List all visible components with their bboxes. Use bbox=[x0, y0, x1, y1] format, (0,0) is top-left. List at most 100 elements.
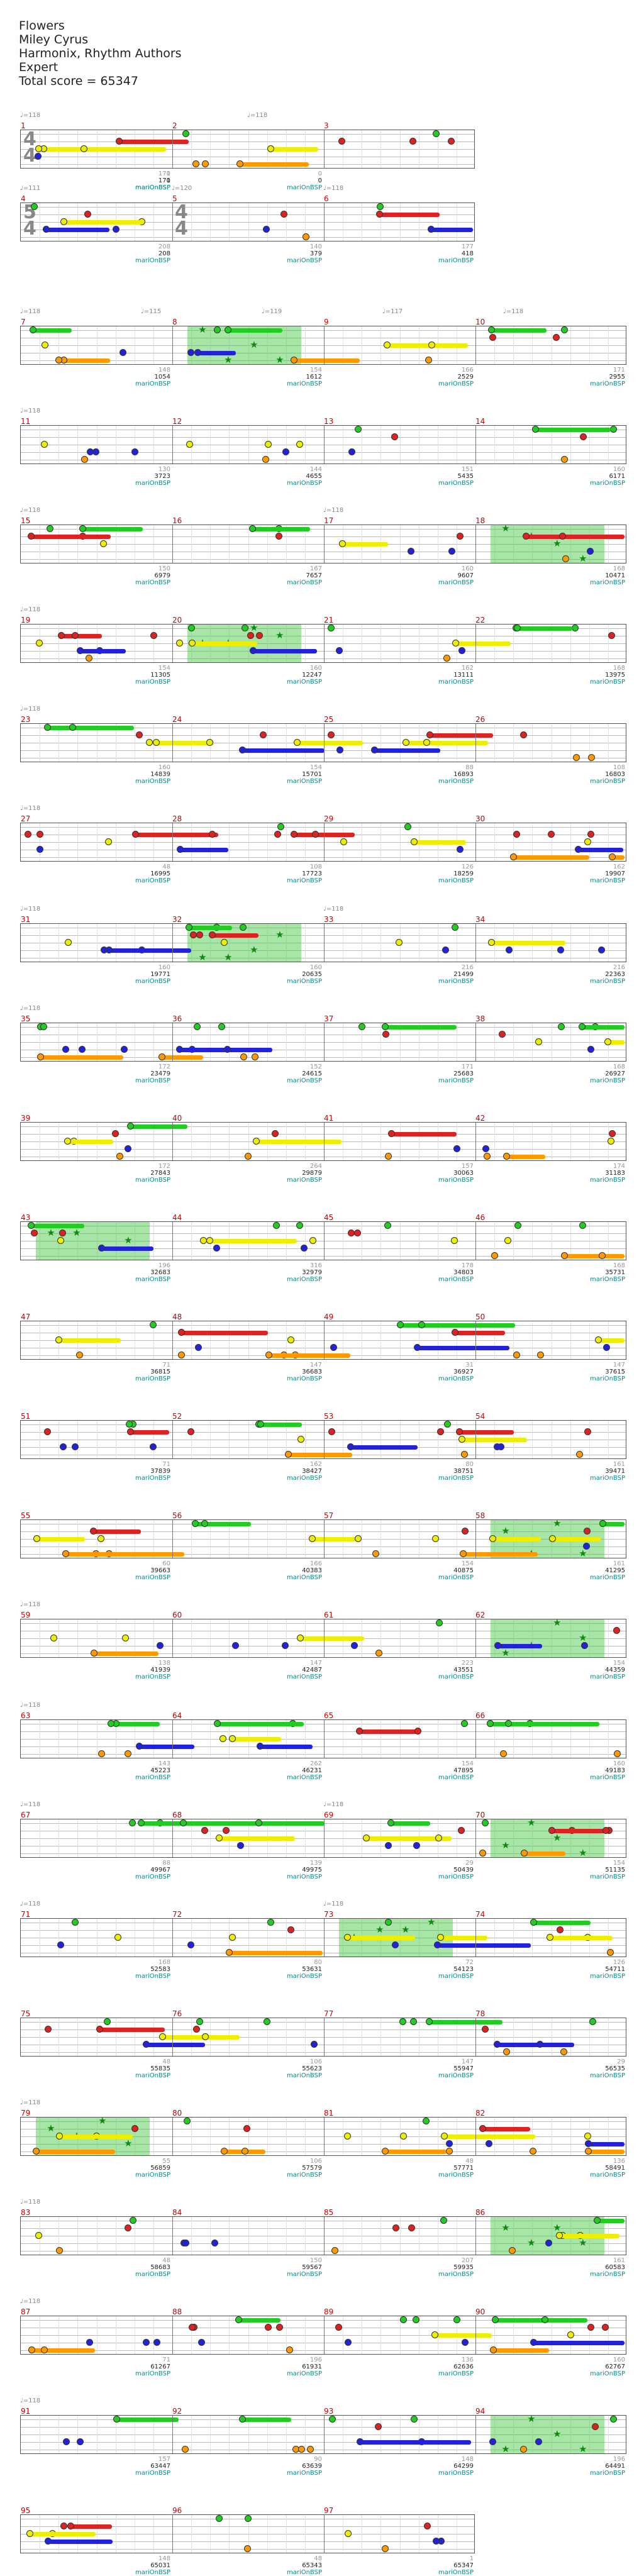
sustain-r bbox=[62, 634, 102, 638]
measure-number: 12 bbox=[172, 417, 182, 426]
author-label: mariOnBSP bbox=[286, 2470, 322, 2477]
beat-grid bbox=[153, 1421, 154, 1458]
note-g bbox=[239, 2416, 246, 2423]
note-count: 48 bbox=[465, 2158, 474, 2165]
author-label: mariOnBSP bbox=[286, 1375, 322, 1382]
beat-grid bbox=[229, 426, 230, 464]
beat-grid bbox=[399, 1321, 401, 1359]
note-y bbox=[608, 1138, 614, 1145]
note-g bbox=[240, 924, 247, 931]
star-note: ★ bbox=[579, 1847, 587, 1858]
note-r bbox=[45, 2026, 52, 2033]
beat-grid bbox=[380, 1023, 382, 1061]
measure-bar bbox=[475, 326, 476, 364]
measure-number: 30 bbox=[475, 814, 486, 823]
lane-line bbox=[21, 2228, 626, 2229]
measure-bar bbox=[475, 426, 476, 464]
beat-grid bbox=[532, 1222, 533, 1260]
note-o bbox=[307, 2446, 314, 2453]
author-label: mariOnBSP bbox=[286, 1774, 322, 1781]
beat-grid bbox=[267, 2018, 268, 2056]
running-score: 47895 bbox=[453, 1767, 474, 1774]
note-y bbox=[437, 1934, 444, 1941]
note-r bbox=[247, 632, 254, 639]
beat-grid bbox=[532, 2217, 533, 2255]
author-label: mariOnBSP bbox=[438, 380, 474, 387]
measure-number: 51 bbox=[21, 1412, 31, 1421]
beat-grid bbox=[153, 326, 154, 364]
note-y bbox=[435, 1835, 442, 1841]
beat-grid bbox=[608, 724, 609, 762]
lane-line bbox=[21, 628, 626, 629]
note-g bbox=[505, 1720, 512, 1727]
note-g bbox=[610, 426, 617, 433]
note-o bbox=[484, 1153, 491, 1160]
lane-line bbox=[21, 1027, 626, 1028]
beat-grid bbox=[494, 2316, 496, 2354]
beat-grid bbox=[267, 2217, 268, 2255]
note-count: 48 bbox=[162, 2257, 170, 2264]
lane-line bbox=[21, 1424, 626, 1425]
note-o bbox=[385, 1153, 392, 1160]
sustain-g bbox=[189, 926, 232, 930]
running-score: 1612 bbox=[306, 374, 322, 380]
note-o bbox=[286, 2346, 293, 2353]
note-o bbox=[425, 357, 432, 364]
note-count: 216 bbox=[613, 964, 625, 971]
beat-grid bbox=[532, 1919, 533, 1957]
note-count: 108 bbox=[309, 863, 322, 870]
note-o bbox=[372, 1550, 379, 1557]
note-o bbox=[599, 1252, 606, 1259]
note-b bbox=[557, 947, 564, 953]
sustain-g bbox=[33, 328, 72, 333]
beat-grid bbox=[608, 2018, 609, 2056]
note-r bbox=[178, 1329, 185, 1336]
note-r bbox=[587, 2324, 594, 2331]
beat-grid bbox=[608, 1720, 609, 1758]
beat-grid bbox=[58, 203, 60, 241]
measure-number: 13 bbox=[324, 417, 334, 426]
beat-grid bbox=[210, 2316, 211, 2354]
beat-grid bbox=[191, 1720, 192, 1758]
note-r bbox=[190, 931, 197, 938]
measure-number: 28 bbox=[172, 814, 182, 823]
beat-grid bbox=[77, 625, 79, 662]
sustain-o bbox=[96, 1552, 184, 1557]
note-count: 154 bbox=[613, 1860, 625, 1867]
beat-grid bbox=[248, 2316, 249, 2354]
note-g bbox=[411, 2416, 418, 2423]
measure-bar bbox=[475, 1619, 476, 1657]
beat-grid bbox=[494, 1919, 496, 1957]
note-r bbox=[196, 931, 203, 938]
note-b bbox=[414, 1344, 421, 1351]
running-score: 13975 bbox=[605, 672, 625, 679]
measure-number: 1 bbox=[21, 121, 26, 130]
beat-grid bbox=[153, 2217, 154, 2255]
note-g bbox=[413, 2316, 419, 2323]
beat-grid bbox=[608, 823, 609, 861]
note-o bbox=[116, 1153, 123, 1160]
running-score: 49967 bbox=[150, 1867, 170, 1874]
note-b bbox=[598, 947, 605, 953]
beat-grid bbox=[570, 1321, 571, 1359]
lane-line bbox=[21, 2136, 626, 2137]
measure-bar bbox=[475, 1222, 476, 1260]
sustain-b bbox=[360, 2440, 429, 2445]
sustain-r bbox=[483, 2127, 530, 2131]
beat-grid bbox=[380, 1520, 382, 1558]
note-y bbox=[344, 2133, 351, 2140]
beat-grid bbox=[191, 1619, 192, 1657]
star-power-phrase bbox=[491, 1819, 604, 1857]
note-y bbox=[253, 1138, 260, 1145]
note-o bbox=[607, 1949, 614, 1956]
measure-bar bbox=[324, 1919, 325, 1957]
author-label: mariOnBSP bbox=[589, 2172, 625, 2179]
sustain-r bbox=[94, 1530, 141, 1534]
running-score: 55623 bbox=[302, 2065, 322, 2072]
note-b bbox=[408, 548, 414, 555]
note-b bbox=[153, 2339, 160, 2346]
author-label: mariOnBSP bbox=[589, 480, 625, 487]
lane-line bbox=[21, 214, 474, 215]
note-y bbox=[206, 1237, 213, 1244]
